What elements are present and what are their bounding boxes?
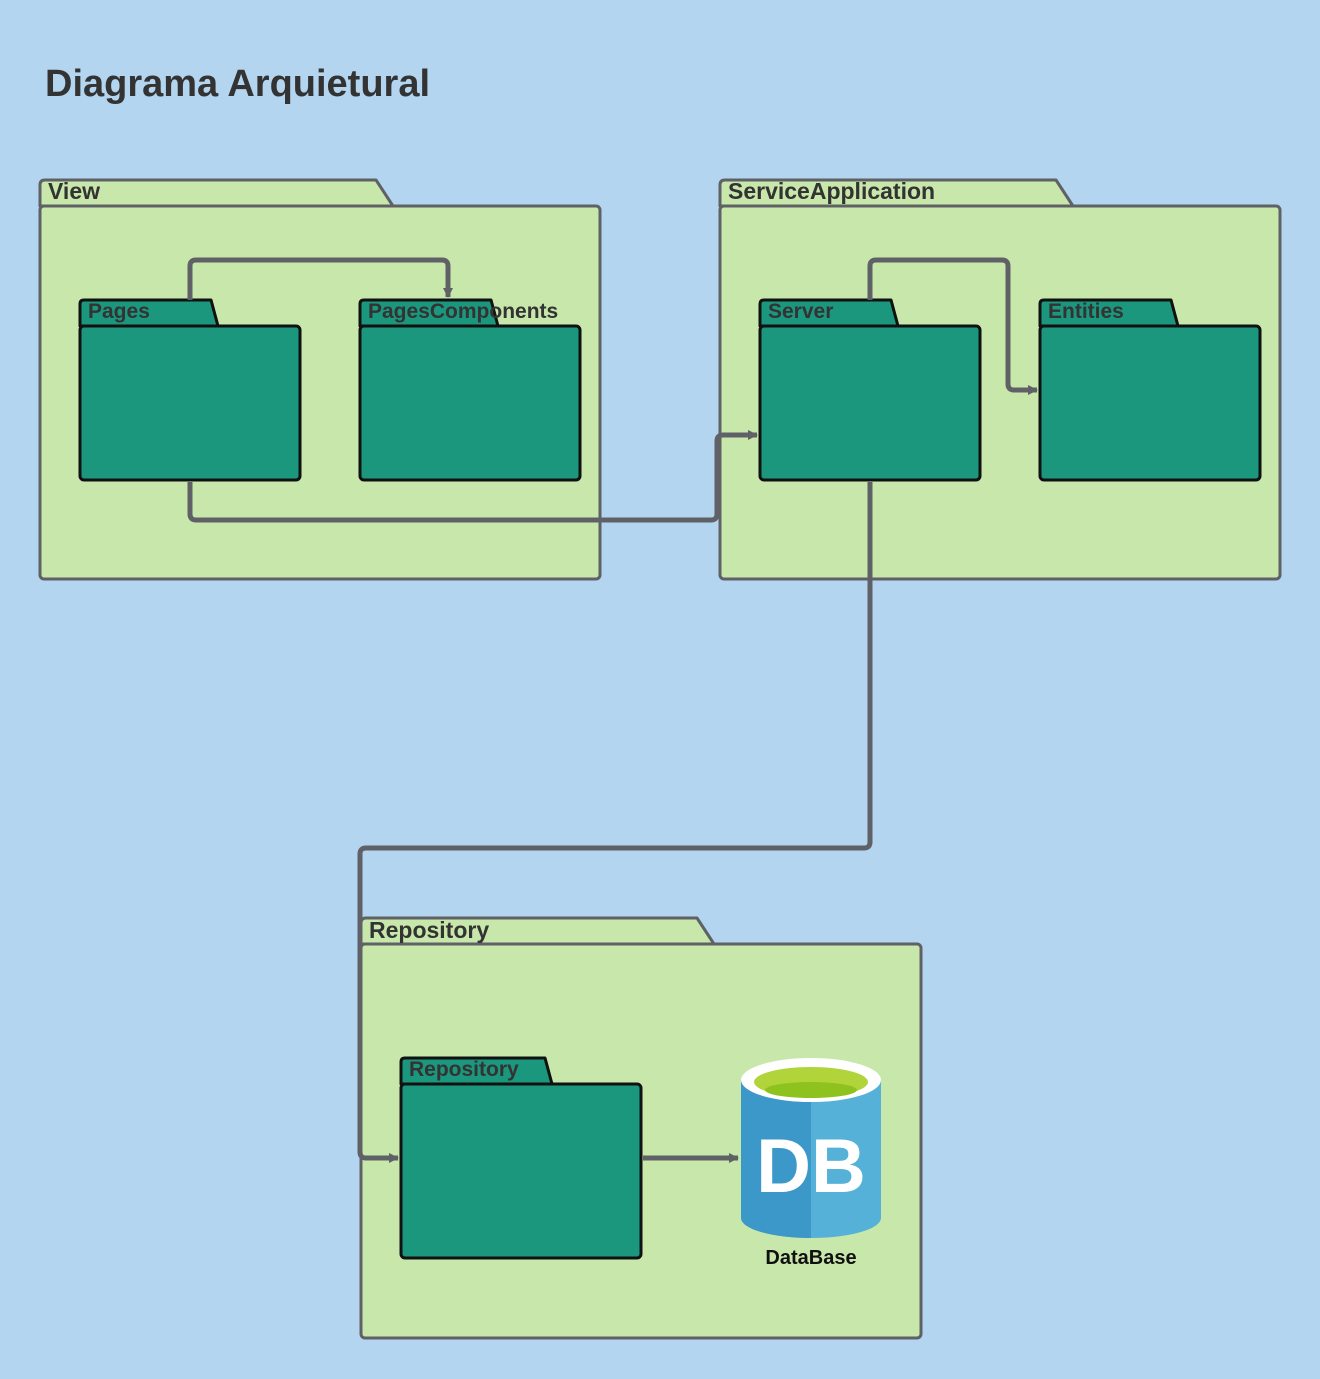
folder-entities[interactable]: Entities: [1038, 298, 1262, 482]
diagram-title: Diagrama Arquietural: [45, 63, 430, 105]
package-service-application-label: ServiceApplication: [728, 178, 935, 204]
database-icon: DB: [741, 1058, 881, 1238]
folder-pages[interactable]: Pages: [78, 298, 302, 482]
folder-pages-components[interactable]: PagesComponents: [358, 298, 582, 482]
connector-server-to-entities: [867, 257, 1038, 395]
folder-pages-components-label: PagesComponents: [368, 300, 558, 323]
connector-pages-to-pagescomponents: [187, 257, 453, 300]
folder-server-label: Server: [768, 300, 833, 323]
connector-pages-to-server: [187, 430, 758, 523]
connector-server-to-repository: [357, 482, 873, 1163]
folder-repository-label: Repository: [409, 1058, 519, 1081]
folder-pages-label: Pages: [88, 300, 150, 323]
database-letters: DB: [756, 1124, 866, 1209]
database-caption: DataBase: [765, 1247, 856, 1269]
folder-repository[interactable]: Repository: [399, 1056, 643, 1260]
package-repository-label: Repository: [369, 917, 489, 943]
folder-entities-label: Entities: [1048, 300, 1124, 323]
package-view-label: View: [48, 178, 100, 204]
folder-server[interactable]: Server: [758, 298, 982, 482]
